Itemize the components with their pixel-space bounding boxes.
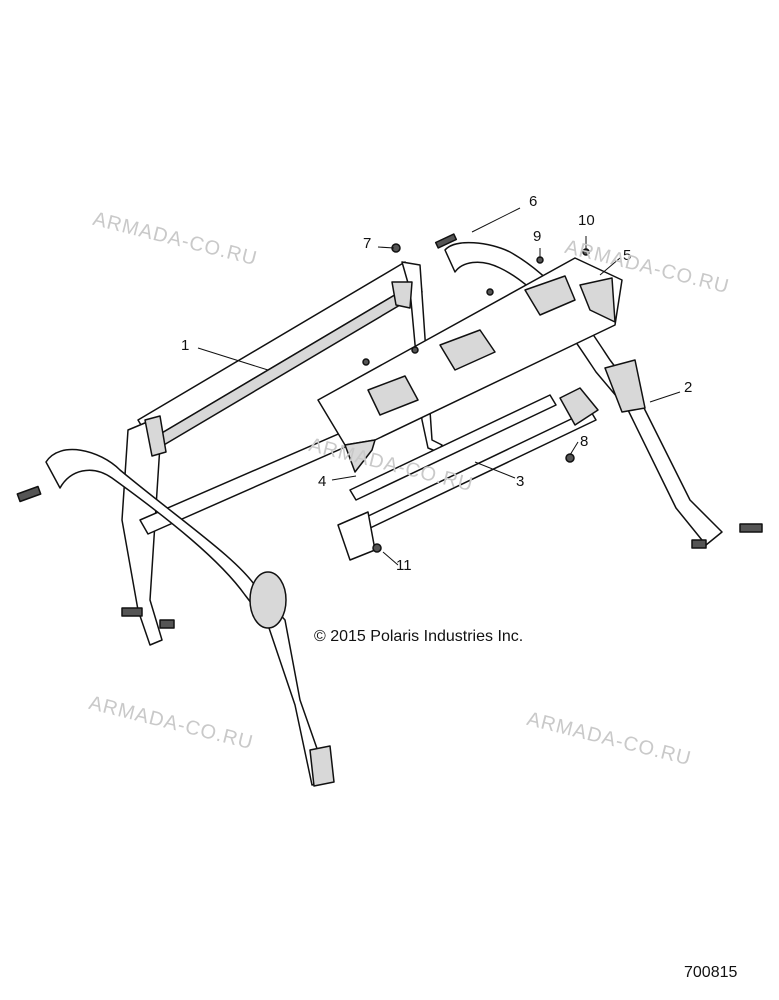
- rear-right-hoop: [444, 241, 723, 546]
- callout-10: 10: [578, 212, 595, 229]
- rear-cage-frame: [121, 261, 443, 646]
- callout-1: 1: [181, 337, 190, 354]
- callout-5: 5: [623, 247, 632, 264]
- fasteners: [16, 233, 763, 629]
- callout-11: 11: [396, 557, 412, 574]
- callout-8: 8: [580, 433, 589, 450]
- figure-number: 700815: [684, 964, 738, 981]
- callout-6: 6: [529, 193, 538, 210]
- callout-4: 4: [318, 473, 327, 490]
- callout-9: 9: [533, 228, 542, 245]
- callout-7: 7: [363, 235, 372, 252]
- roof-panel: [317, 257, 623, 473]
- front-left-hoop: [45, 448, 335, 787]
- brace-assembly: [337, 387, 599, 561]
- copyright-notice: © 2015 Polaris Industries Inc.: [314, 628, 524, 645]
- callout-2: 2: [684, 379, 693, 396]
- leader-lines: [197, 207, 681, 566]
- callout-3: 3: [516, 473, 525, 490]
